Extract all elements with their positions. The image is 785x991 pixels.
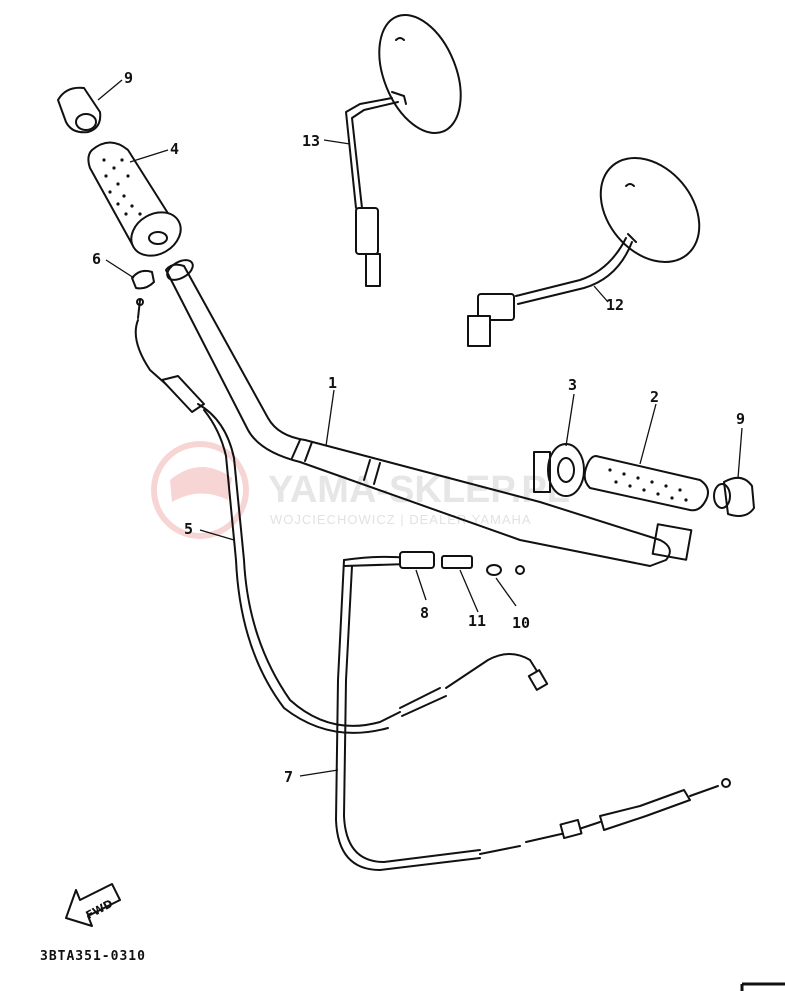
watermark: YAMA-SKLEP.PL WOJCIECHOWICZ | DEALER YAM…	[151, 441, 570, 539]
collar-part-6	[131, 269, 155, 290]
left-grip-part-2	[583, 455, 709, 512]
watermark-logo	[151, 441, 249, 539]
locknut-part-11	[441, 555, 473, 569]
callout-10: 10	[512, 614, 530, 632]
callout-2: 2	[650, 388, 659, 406]
mirror-part-12	[467, 157, 701, 347]
callout-9-left: 9	[124, 69, 133, 87]
callout-13: 13	[302, 132, 320, 150]
callout-labels: 9 4 6 5 1 3 2 9 13 12 8 11 10 7	[92, 69, 745, 786]
grip-holder-part-3	[533, 443, 585, 497]
adjuster-parts	[399, 551, 525, 576]
callout-8: 8	[420, 604, 429, 622]
callout-5: 5	[184, 520, 193, 538]
adjuster-part-8	[399, 551, 435, 569]
callout-1: 1	[328, 374, 337, 392]
corner-mark	[740, 982, 785, 991]
callout-7: 7	[284, 768, 293, 786]
callout-4: 4	[170, 140, 179, 158]
callout-12: 12	[606, 296, 624, 314]
washer-part-10	[486, 564, 502, 576]
fwd-arrow-icon: FWD	[65, 883, 121, 927]
throttle-cable-part-5	[134, 298, 549, 734]
mirror-part-13	[345, 13, 462, 287]
callout-11: 11	[468, 612, 486, 630]
handlebar-part-1	[165, 259, 693, 567]
leader-lines	[97, 79, 743, 777]
watermark-dealer: WOJCIECHOWICZ | DEALER YAMAHA	[270, 512, 532, 527]
throttle-grip-part-4	[87, 141, 182, 257]
grip-end-part-9-right	[713, 476, 755, 517]
callout-9-right: 9	[736, 410, 745, 428]
clutch-cable-part-7	[335, 555, 731, 871]
drawing-code: 3BTA351-0310	[40, 949, 146, 964]
callout-3: 3	[568, 376, 577, 394]
grip-end-part-9-left	[57, 86, 102, 134]
callout-6: 6	[92, 250, 101, 268]
